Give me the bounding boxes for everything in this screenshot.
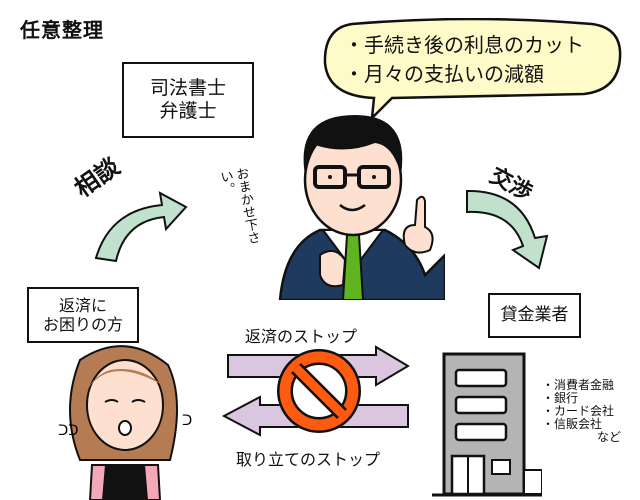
lender-type-etc: など bbox=[597, 430, 622, 444]
debtor-label-box: 返済に お困りの方 bbox=[27, 287, 139, 343]
lawyer-label-line2: 弁護士 bbox=[159, 100, 217, 122]
lender-type-item: ・信販会社 bbox=[542, 417, 603, 431]
lawyer-label-line1: 司法書士 bbox=[149, 77, 226, 100]
lender-label: 貸金業者 bbox=[500, 305, 569, 326]
debtor-label-line1: 返済に bbox=[58, 295, 107, 315]
benefit-payment-reduction: ・月々の支払いの減額 bbox=[344, 62, 544, 86]
svg-text:ᑐ: ᑐ bbox=[182, 413, 192, 429]
collection-stop-label: 取り立てのストップ bbox=[236, 450, 381, 469]
lender-type-item: ・カード会社 bbox=[542, 404, 615, 418]
diagram-title: 任意整理 bbox=[20, 18, 104, 42]
lawyer-label-box: 司法書士 弁護士 bbox=[122, 62, 254, 138]
consult-curved-arrow bbox=[94, 191, 188, 263]
lender-type-item: ・消費者金融 bbox=[542, 378, 615, 392]
negotiate-curved-arrow bbox=[466, 189, 549, 270]
speech-bubble-text: ・手続き後の利息のカット ・月々の支払いの減額 bbox=[344, 31, 584, 89]
lender-label-box: 貸金業者 bbox=[488, 293, 581, 338]
building-icon bbox=[432, 352, 542, 497]
svg-text:ᑐᑐ: ᑐᑐ bbox=[58, 423, 78, 439]
lender-type-item: ・銀行 bbox=[542, 391, 579, 405]
lender-types-list: ・消費者金融 ・銀行 ・カード会社 ・信販会社 など bbox=[542, 379, 621, 444]
debtor-illustration: ᑐᑐ ᑐ bbox=[58, 345, 192, 500]
benefit-interest-cut: ・手続き後の利息のカット bbox=[344, 33, 584, 57]
prohibition-icon bbox=[277, 349, 361, 433]
lawyer-illustration bbox=[278, 115, 445, 300]
debtor-label-line2: お困りの方 bbox=[42, 315, 123, 334]
lawyer-speech-text: おまかせ下さい。 bbox=[216, 166, 261, 246]
speech-bubble bbox=[323, 18, 622, 118]
repayment-stop-label: 返済のストップ bbox=[245, 327, 358, 346]
